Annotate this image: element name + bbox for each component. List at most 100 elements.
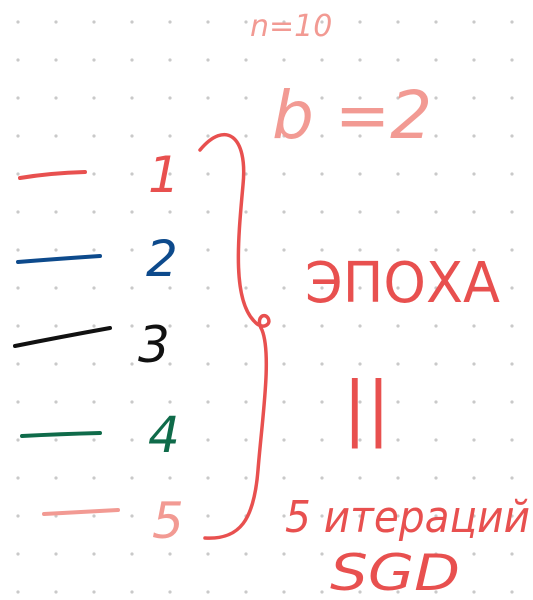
grid-dot: [434, 590, 438, 594]
grid-dot: [206, 476, 210, 480]
grid-dot: [358, 362, 362, 366]
grid-dot: [54, 20, 58, 24]
grid-dot: [16, 210, 20, 214]
grid-dot: [510, 476, 514, 480]
grid-dot: [168, 134, 172, 138]
grid-dot: [434, 324, 438, 328]
grid-dot: [282, 552, 286, 556]
grid-dot: [434, 400, 438, 404]
grid-dot: [244, 324, 248, 328]
equals-sign: ||: [343, 367, 390, 449]
grid-dot: [206, 20, 210, 24]
grid-dot: [320, 324, 324, 328]
grid-dot: [206, 324, 210, 328]
grid-dot: [130, 286, 134, 290]
stroke-3: [13, 326, 112, 348]
grid-dot: [434, 172, 438, 176]
grid-dot: [92, 286, 96, 290]
number-1: 1: [148, 146, 180, 204]
grid-dot: [168, 210, 172, 214]
grid-dot: [396, 438, 400, 442]
grid-dot: [510, 362, 514, 366]
grid-dot: [434, 210, 438, 214]
grid-dot: [510, 134, 514, 138]
grid-dot: [320, 172, 324, 176]
grid-dot: [92, 134, 96, 138]
grid-dot: [54, 324, 58, 328]
grid-dot: [320, 134, 324, 138]
grid-dot: [168, 438, 172, 442]
grid-dot: [244, 210, 248, 214]
grid-dot: [320, 362, 324, 366]
grid-dot: [282, 324, 286, 328]
grid-dot: [168, 400, 172, 404]
grid-dot: [16, 362, 20, 366]
grid-dot: [434, 58, 438, 62]
batch-strokes: [13, 170, 120, 516]
epoch-label: ЭПОХА: [305, 251, 500, 316]
grid-dot: [92, 400, 96, 404]
grid-dot: [92, 172, 96, 176]
grid-dot: [206, 438, 210, 442]
grid-dot: [54, 286, 58, 290]
grid-dot: [396, 324, 400, 328]
grid-dot: [472, 134, 476, 138]
grid-dot: [282, 134, 286, 138]
grid-dot: [130, 58, 134, 62]
grid-dot: [358, 58, 362, 62]
grid-dot: [16, 172, 20, 176]
grid-dot: [16, 514, 20, 518]
grid-dot: [244, 58, 248, 62]
grid-dot: [434, 20, 438, 24]
grid-dot: [16, 20, 20, 24]
iterations-label: 5 итераций: [285, 492, 530, 543]
grid-dot: [396, 552, 400, 556]
grid-dot: [206, 286, 210, 290]
grid-dot: [206, 248, 210, 252]
grid-dot: [358, 96, 362, 100]
grid-dot: [472, 324, 476, 328]
grid-dot: [358, 286, 362, 290]
grid-dot: [244, 134, 248, 138]
grid-dot: [510, 438, 514, 442]
grid-dot: [130, 400, 134, 404]
grid-dot: [472, 210, 476, 214]
grid-dot: [54, 552, 58, 556]
grid-dot: [472, 96, 476, 100]
grid-dot: [130, 514, 134, 518]
b-label: b =2: [272, 77, 432, 154]
grid-dot: [168, 58, 172, 62]
grid-dot: [92, 438, 96, 442]
grid-dot: [92, 514, 96, 518]
grid-dot: [434, 96, 438, 100]
grid-dot: [244, 96, 248, 100]
grid-dot: [510, 286, 514, 290]
grid-dot: [282, 400, 286, 404]
grid-dot: [168, 248, 172, 252]
grid-dot: [206, 58, 210, 62]
grid-dot: [130, 210, 134, 214]
grid-dot: [320, 514, 324, 518]
grid-dot: [510, 58, 514, 62]
grid-dot: [244, 438, 248, 442]
stroke-4: [20, 431, 102, 438]
stroke-2: [16, 254, 102, 264]
grid-dot: [16, 400, 20, 404]
grid-dot: [510, 96, 514, 100]
grid-dot: [244, 476, 248, 480]
grid-dot: [16, 476, 20, 480]
grid-dot: [434, 552, 438, 556]
grid-dot: [358, 590, 362, 594]
grid-dot: [510, 172, 514, 176]
grid-dot: [244, 286, 248, 290]
grid-dot: [320, 438, 324, 442]
grid-dot: [472, 20, 476, 24]
grid-dot: [54, 248, 58, 252]
grid-dot: [434, 286, 438, 290]
grid-dot: [472, 286, 476, 290]
grid-dot: [92, 248, 96, 252]
grid-dot: [54, 58, 58, 62]
grid-dot: [54, 210, 58, 214]
number-5: 5: [152, 492, 184, 550]
grid-dot: [282, 210, 286, 214]
